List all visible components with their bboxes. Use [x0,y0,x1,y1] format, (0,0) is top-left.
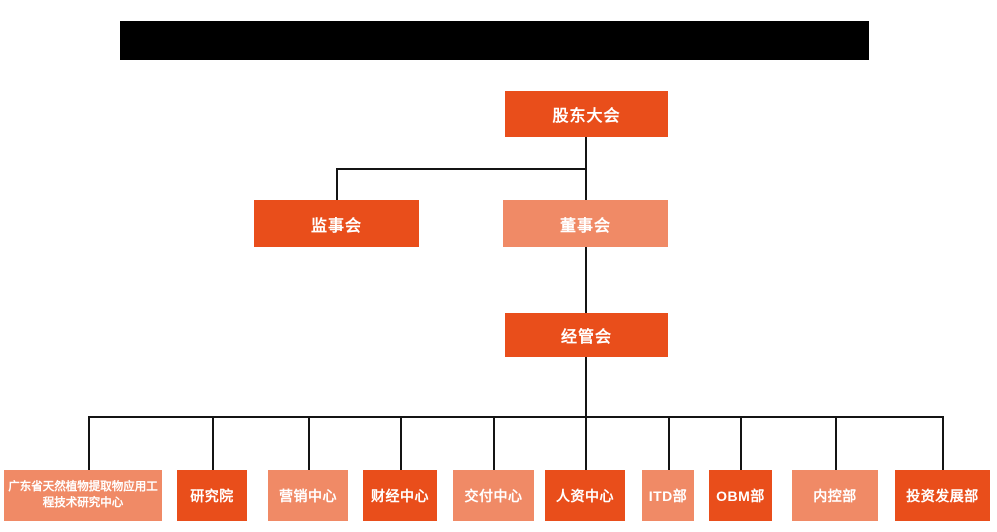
connector-directors-management [585,247,587,313]
connector-level2-horizontal [336,168,587,170]
dept-finance-center: 财经中心 [363,470,437,521]
node-label: 内控部 [813,487,857,504]
dept-internal-control: 内控部 [792,470,878,521]
connector-management-bus [585,357,587,470]
connector-directors-down [585,168,587,200]
dept-research-institute: 研究院 [177,470,247,521]
node-label: 财经中心 [371,487,429,504]
node-label: OBM部 [716,487,765,504]
node-label: 经管会 [560,329,612,346]
node-label: 交付中心 [464,487,523,504]
connector-department-bus [88,416,944,418]
node-label: 监事会 [310,217,362,235]
node-management-committee: 经管会 [505,313,668,357]
node-label: 董事会 [559,217,611,235]
connector-drop-marketing [308,416,310,470]
dept-obm: OBM部 [709,470,772,521]
connector-drop-finance [400,416,402,470]
connector-drop-internal-control [835,416,837,470]
node-label: 人资中心 [556,487,614,504]
node-label: 营销中心 [279,487,337,504]
dept-guangdong-plant-extract-research-center: 广东省天然植物提取物应用工程技术研究中心 [4,470,162,521]
connector-supervisors-down [336,168,338,200]
dept-delivery-center: 交付中心 [453,470,534,521]
redacted-title-bar [120,21,869,60]
node-supervisory-board: 监事会 [254,200,419,247]
connector-drop-itd [668,416,670,470]
connector-drop-obm [740,416,742,470]
dept-itd: ITD部 [642,470,694,521]
node-shareholders-meeting: 股东大会 [505,91,668,137]
connector-drop-research-center [88,416,90,470]
node-board-of-directors: 董事会 [503,200,668,247]
connector-drop-delivery [493,416,495,470]
node-label: 投资发展部 [906,487,979,504]
node-label: 研究院 [190,487,234,504]
node-label: ITD部 [648,487,688,504]
dept-hr-center: 人资中心 [545,470,625,521]
node-label: 股东大会 [552,108,621,125]
connector-drop-investment [942,416,944,470]
node-label: 广东省天然植物提取物应用工程技术研究中心 [8,480,158,509]
connector-drop-research-institute [212,416,214,470]
dept-marketing-center: 营销中心 [268,470,348,521]
dept-investment-development: 投资发展部 [895,470,990,521]
connector-shareholders-down [585,137,587,170]
